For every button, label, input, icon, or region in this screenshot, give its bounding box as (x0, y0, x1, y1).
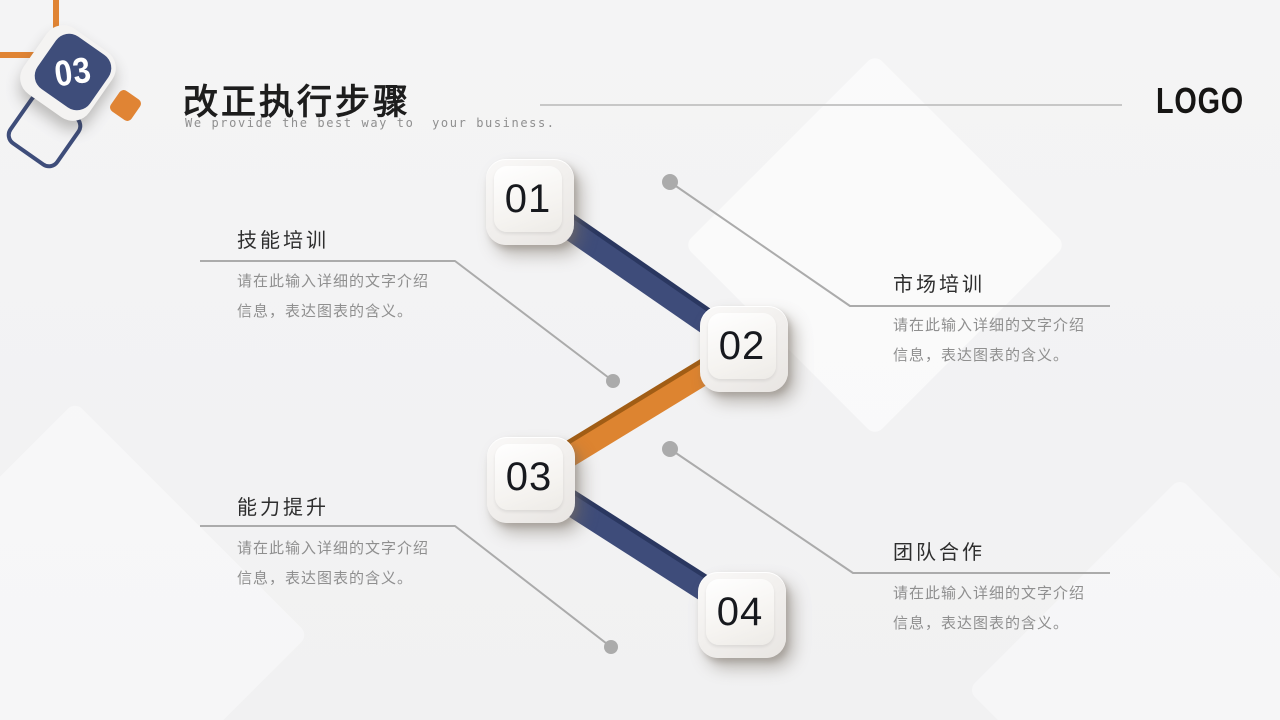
slide-subtitle: We provide the best way to your business… (185, 116, 556, 130)
logo-text: LOGO (1156, 80, 1244, 121)
header-divider-line (540, 104, 1122, 106)
step-label: 团队合作 (893, 542, 985, 564)
step-number: 04 (716, 589, 764, 634)
step-description-line2: 信息，表达图表的含义。 (893, 347, 1070, 364)
step-description: 请在此输入详细的文字介绍 信息，表达图表的含义。 (237, 534, 507, 594)
connector-dot (662, 174, 678, 190)
step-box-01: 01 (486, 159, 574, 245)
step-description-line2: 信息，表达图表的含义。 (893, 615, 1070, 632)
step-description-line1: 请在此输入详细的文字介绍 (237, 273, 430, 290)
step-label: 能力提升 (237, 497, 329, 519)
step-text-team: 团队合作 请在此输入详细的文字介绍 信息，表达图表的含义。 (893, 536, 1163, 639)
step-description: 请在此输入详细的文字介绍 信息，表达图表的含义。 (893, 579, 1163, 639)
step-box-03: 03 (487, 437, 575, 523)
step-description-line1: 请在此输入详细的文字介绍 (893, 317, 1086, 334)
step-box-face: 01 (494, 166, 562, 232)
step-description-line1: 请在此输入详细的文字介绍 (893, 585, 1086, 602)
connector-dot (606, 374, 620, 388)
step-description: 请在此输入详细的文字介绍 信息，表达图表的含义。 (893, 311, 1163, 371)
connector-dot (662, 441, 678, 457)
step-description-line2: 信息，表达图表的含义。 (237, 303, 414, 320)
step-box-face: 02 (708, 313, 776, 379)
step-text-ability: 能力提升 请在此输入详细的文字介绍 信息，表达图表的含义。 (237, 491, 507, 594)
step-description: 请在此输入详细的文字介绍 信息，表达图表的含义。 (237, 267, 507, 327)
step-box-02: 02 (700, 306, 788, 392)
step-text-market: 市场培训 请在此输入详细的文字介绍 信息，表达图表的含义。 (893, 268, 1163, 371)
step-description-line1: 请在此输入详细的文字介绍 (237, 540, 430, 557)
step-number: 03 (505, 454, 553, 499)
step-box-face: 03 (495, 444, 563, 510)
leader-line-skill (200, 260, 614, 382)
corner-accent-line-horizontal (0, 52, 50, 58)
step-text-skill: 技能培训 请在此输入详细的文字介绍 信息，表达图表的含义。 (237, 224, 507, 327)
step-label: 市场培训 (893, 274, 985, 296)
leader-line-market (669, 181, 1110, 307)
leader-line-team (669, 448, 1110, 574)
slide-title: 改正执行步骤 (183, 83, 412, 122)
step-number: 01 (504, 176, 552, 221)
step-box-04: 04 (698, 572, 786, 658)
connector-dot (604, 640, 618, 654)
step-number: 02 (718, 323, 766, 368)
step-label: 技能培训 (237, 230, 329, 252)
step-box-face: 04 (706, 579, 774, 645)
leader-line-ability (200, 525, 612, 648)
step-description-line2: 信息，表达图表的含义。 (237, 570, 414, 587)
